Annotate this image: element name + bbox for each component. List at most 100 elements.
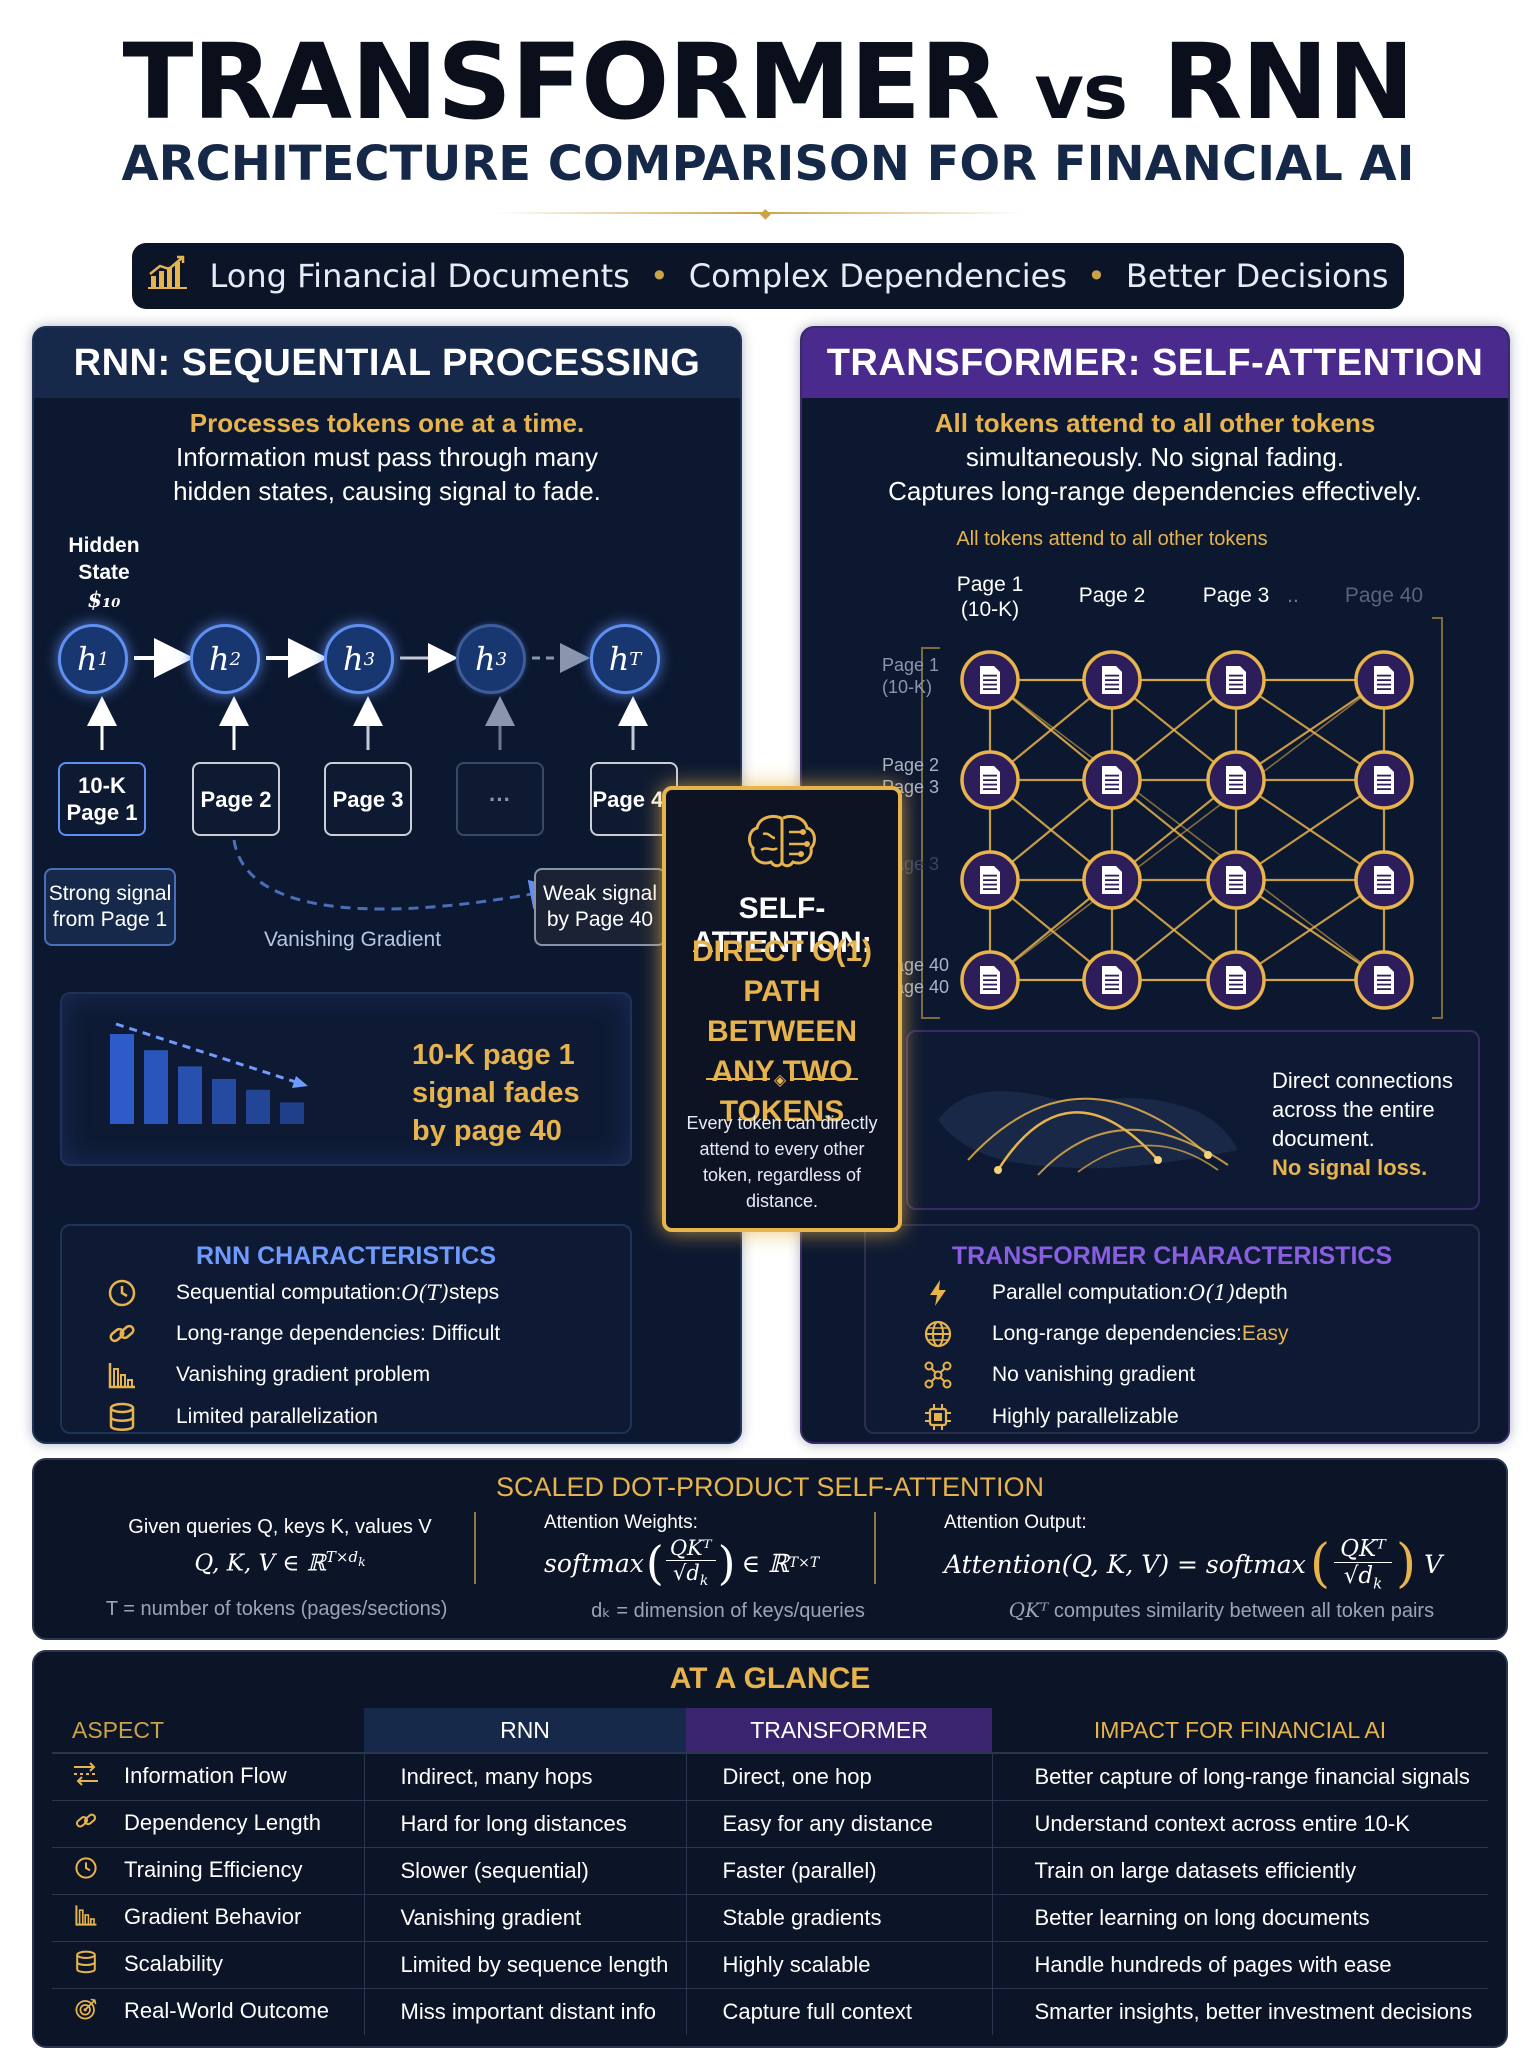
banner-item-documents: Long Financial Documents [209,257,630,295]
table-row: Dependency Length Hard for long distance… [52,1800,1488,1848]
aspect-label: Information Flow [124,1762,287,1788]
direct-line-highlight: No signal loss. [1272,1155,1428,1180]
transformer-cell: Stable gradients [685,1894,992,1942]
characteristic-tail: steps [448,1281,500,1304]
formula-weights: Attention Weights: softmax ( QKᵀ √dk ) ∈… [544,1512,924,1590]
rnn-panel: RNN: SEQUENTIAL PROCESSING Processes tok… [32,326,742,1444]
title-divider [495,212,1025,214]
glance-title: AT A GLANCE [669,1662,871,1695]
token-node [1206,950,1266,1010]
impact-cell: Train on large datasets efficiently [991,1847,1488,1895]
attention-edge [1235,779,1385,881]
formula-note: QKᵀ computes similarity between all toke… [1009,1598,1434,1623]
page-subtitle: ARCHITECTURE COMPARISON FOR FINANCIAL AI [121,136,1415,192]
callout-body: DIRECT O(1) PATH BETWEEN ANY TWO TOKENS [666,932,898,1132]
callout-line-1: SELF-ATTENTION: [692,892,872,959]
token-node [1354,650,1414,710]
page-token: 10-K Page 1 [58,762,146,836]
characteristic-row: Long-range dependencies: Difficult [102,1319,500,1349]
token-node [1206,850,1266,910]
fraction-den-root: √d [673,1561,700,1586]
glance-header-impact: IMPACT FOR FINANCIAL AI [992,1708,1488,1754]
direct-line: Direct connections [1272,1068,1453,1093]
node-sub: 1 [97,648,110,670]
vanishing-gradient-curve [232,839,560,911]
page-token: Page 3 [324,762,412,836]
aspect-cell: Information Flow [52,1752,364,1801]
transformer-panel-header: TRANSFORMER: SELF-ATTENTION [802,328,1508,398]
callout-line: PATH BETWEEN [707,975,857,1048]
transformer-characteristics-title: TRANSFORMER CHARACTERISTICS [951,1242,1393,1270]
title-transformer: TRANSFORMER [122,21,1001,143]
title-vs: vs [1034,47,1128,136]
characteristic-math: O(1) [1188,1281,1236,1305]
fade-bar [110,1034,134,1124]
characteristic-text: Limited parallelization [176,1405,378,1428]
formula-given-line: Given queries Q, keys K, values V [128,1516,432,1538]
formula-divider [474,1512,476,1584]
table-row: Information Flow Indirect, many hops Dir… [52,1752,1488,1801]
fraction-den-sub: k [1373,1574,1383,1593]
aspect-label: Training Efficiency [124,1856,303,1882]
clock-icon [72,1856,106,1886]
title-rnn: RNN [1162,21,1414,143]
node-base: h [608,640,630,678]
node-sub: 2 [229,648,242,670]
node-sub: 3 [495,648,508,670]
attention-edge [1235,679,1385,781]
impact-cell: Better capture of long-range financial s… [991,1752,1488,1801]
aspect-cell: Scalability [52,1941,364,1989]
characteristic-highlight: Easy [1241,1322,1289,1345]
formula-given-sup: T×d [325,1548,359,1566]
characteristic-row: Sequential computation: O(T) steps [102,1278,499,1308]
characteristic-text: Parallel computation: [992,1281,1189,1304]
node-base: h [342,640,364,678]
aspect-cell: Dependency Length [52,1800,364,1848]
rnn-panel-header: RNN: SEQUENTIAL PROCESSING [34,328,740,398]
paren-right: ) [1395,1534,1417,1594]
link-icon [72,1809,106,1839]
token-node [1206,650,1266,710]
formula-fraction: QKᵀ √dk [1334,1536,1392,1593]
token-node [960,750,1020,810]
transformer-panel: TRANSFORMER: SELF-ATTENTION All tokens a… [800,326,1510,1444]
token-node [1082,850,1142,910]
node-sub: 3 [363,648,376,670]
formula-title: SCALED DOT-PRODUCT SELF-ATTENTION [495,1472,1045,1502]
impact-cell: Better learning on long documents [991,1894,1488,1942]
world-arcs-map [938,1091,1238,1176]
paren-left: ( [1309,1534,1331,1594]
fraction-numerator: QKᵀ [1334,1536,1392,1563]
hidden-state-label-line: State [78,561,130,584]
aspect-cell: Real-World Outcome [52,1988,364,2035]
node-base: h [474,640,496,678]
rnn-desc-line: hidden states, causing signal to fade. [173,476,601,506]
database-icon [102,1402,142,1432]
fade-bar [212,1079,236,1124]
chip-icon [918,1402,958,1432]
self-attention-callout: SELF-ATTENTION: DIRECT O(1) PATH BETWEEN… [662,786,902,1232]
formula-notes: T = number of tokens (pages/sections) dₖ… [34,1598,1506,1623]
attention-edge [1235,879,1385,981]
token-node [1206,750,1266,810]
fade-line: signal fades [412,1077,580,1109]
grid-column-label: Page 1 (10-K) [956,573,1024,621]
transformer-desc-line: Captures long-range dependencies effecti… [888,476,1422,506]
fade-bar [178,1066,202,1124]
banner-item-decisions: Better Decisions [1125,257,1389,295]
characteristic-row: Vanishing gradient problem [102,1360,430,1390]
rnn-desc-line: Information must pass through many [176,442,598,472]
impact-cell: Understand context across entire 10-K [991,1800,1488,1848]
transformer-cell: Easy for any distance [685,1800,992,1848]
formula-weights-label: Attention Weights: [544,1512,698,1533]
topic-banner: Long Financial Documents • Complex Depen… [132,243,1404,309]
token-node [1082,650,1142,710]
divider-diamond-icon: ◆ [760,205,771,221]
banner-separator: • [1086,257,1106,295]
formula-output-tail: V [1424,1549,1443,1579]
formula-output-lhs: Attention(Q, K, V) = softmax [944,1549,1306,1579]
rnn-cell: Indirect, many hops [363,1752,686,1801]
aspect-label: Scalability [124,1950,224,1976]
attention-mesh [921,617,1443,1019]
